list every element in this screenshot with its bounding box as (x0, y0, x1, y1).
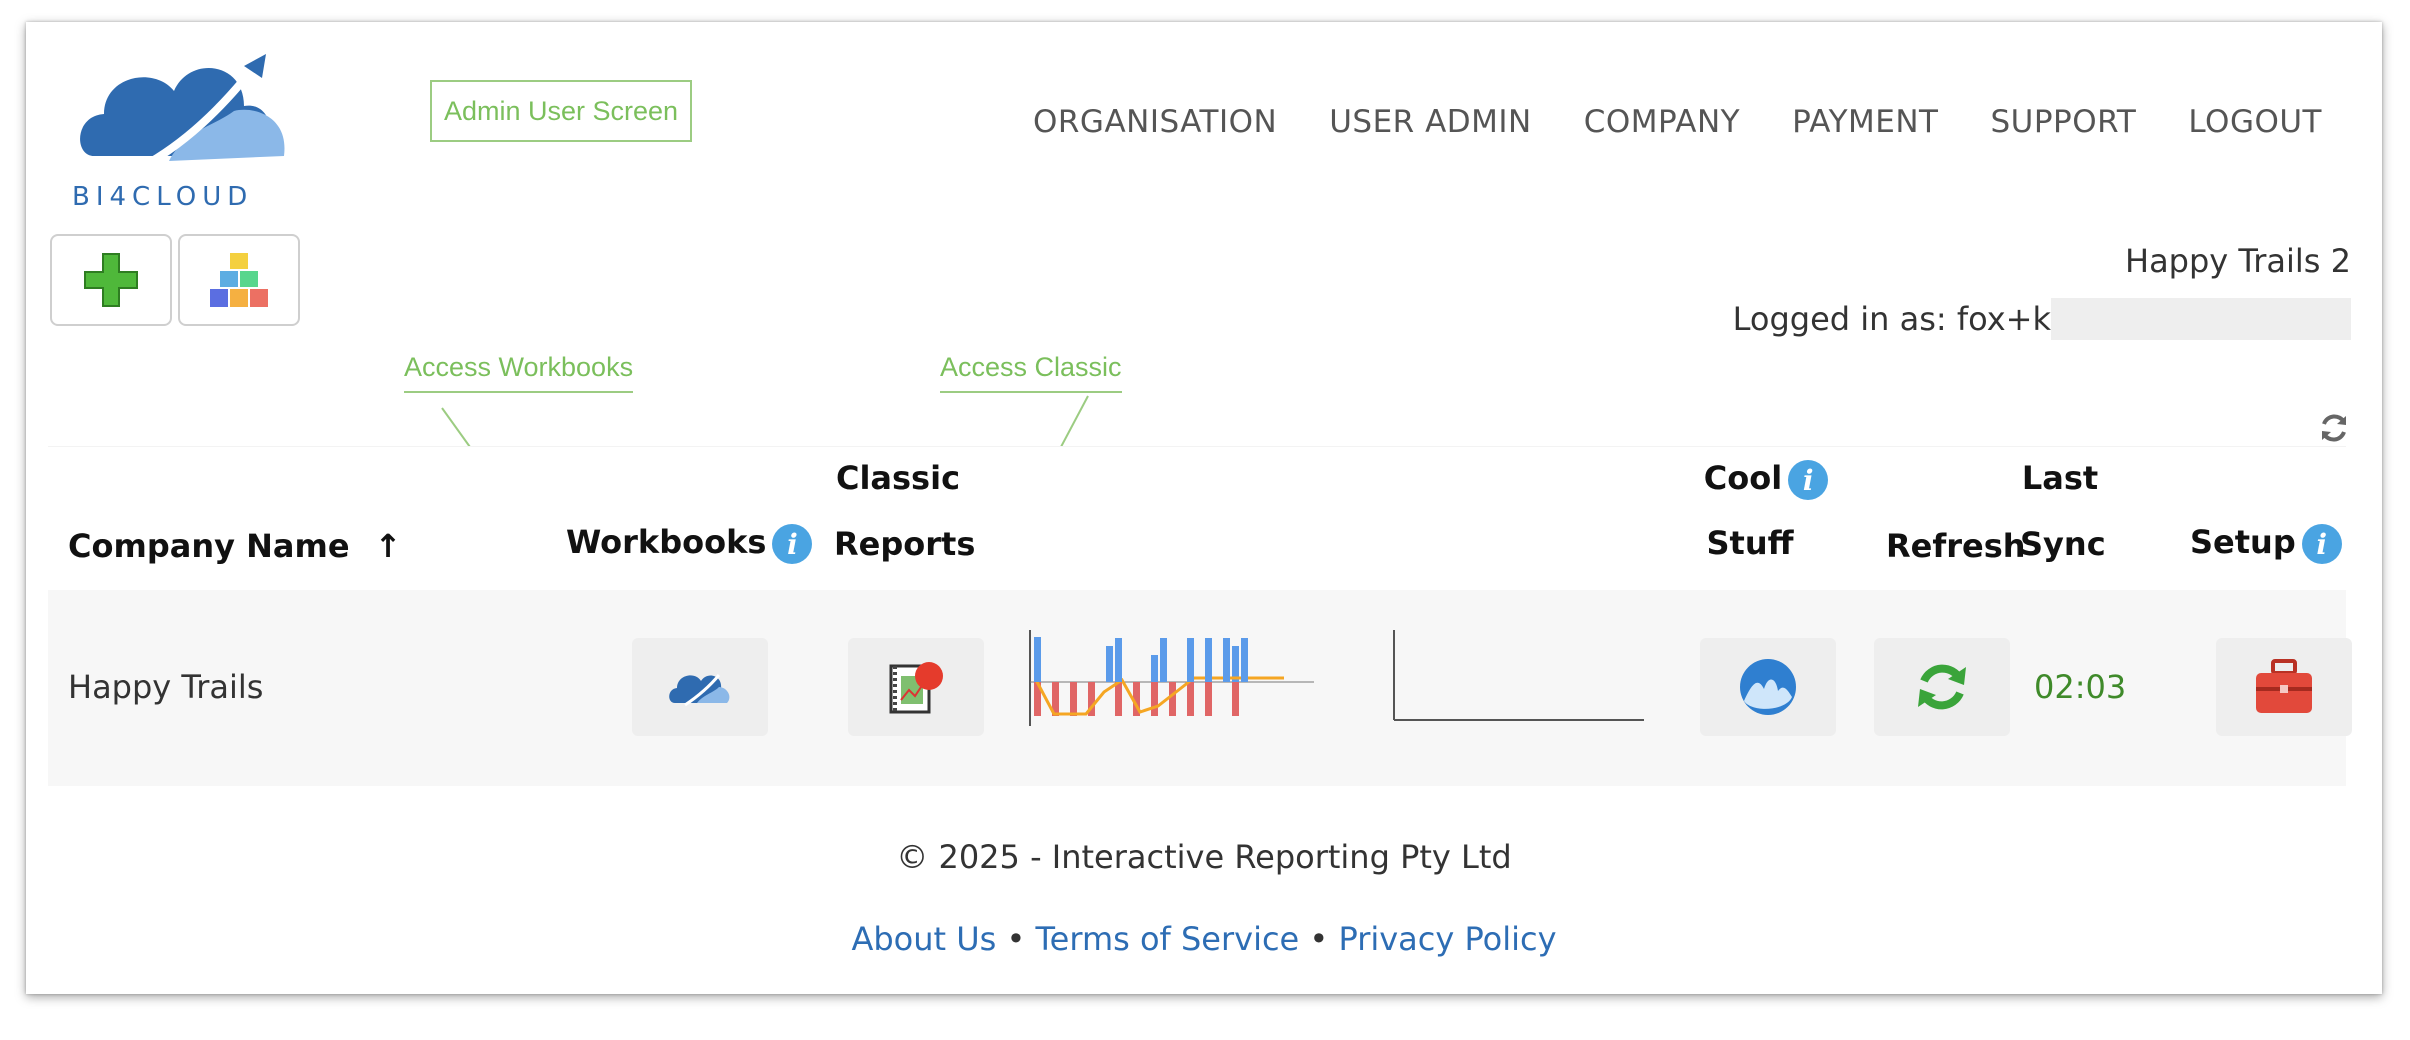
terms-link[interactable]: Terms of Service (1035, 920, 1300, 958)
building-blocks-icon (210, 253, 268, 307)
cool-stuff-button[interactable] (1700, 638, 1836, 736)
sparkline-bar (1133, 682, 1140, 716)
sparkline-bar (1223, 638, 1230, 682)
col-refresh: Refresh (1886, 527, 2026, 565)
cool-header-line1: Cool (1703, 459, 1783, 497)
sparkline-bar (1052, 682, 1059, 716)
classic-header-line1: Classic (835, 459, 961, 497)
nav-payment[interactable]: PAYMENT (1792, 104, 1939, 140)
toolbox-icon (2256, 659, 2312, 713)
last-header-line1: Last (2021, 459, 2099, 497)
cool-header-line2: Stuff (1706, 524, 1794, 562)
nav-logout[interactable]: LOGOUT (2188, 104, 2322, 140)
table-row: Happy Trails (48, 590, 2352, 786)
reload-icon[interactable] (2318, 412, 2350, 444)
sparkline-bar (1115, 638, 1122, 682)
workbooks-header-label: Workbooks (566, 523, 767, 561)
sparkline-bar (1187, 638, 1194, 682)
sparkline-bar (1232, 646, 1239, 682)
sparkline-bar (1070, 682, 1077, 716)
footer-separator: • (1309, 920, 1329, 958)
last-header-line2: Sync (2020, 525, 2106, 563)
admin-screen-callout: Admin User Screen (430, 80, 692, 142)
cool-stuff-icon (1740, 659, 1796, 715)
last-sync-cell: 02:03 (2034, 668, 2127, 706)
nav-company[interactable]: COMPANY (1583, 104, 1741, 140)
sparkline-bar (1151, 655, 1158, 682)
privacy-link[interactable]: Privacy Policy (1338, 920, 1557, 958)
sparkline-bar (1088, 682, 1095, 716)
add-company-button[interactable] (50, 234, 172, 326)
sort-arrow-icon: ↑ (374, 527, 402, 565)
setup-header-label: Setup (2190, 523, 2296, 561)
access-workbooks-callout: Access Workbooks (404, 352, 634, 393)
classic-reports-button[interactable] (848, 638, 984, 736)
col-last-sync: Last Sync (2020, 459, 2106, 563)
access-classic-callout: Access Classic (940, 352, 1122, 393)
nav-support[interactable]: SUPPORT (1990, 104, 2137, 140)
sparkline-bar (1115, 682, 1122, 716)
activity-sparkline (1029, 630, 1644, 726)
sparkline-bar (1151, 682, 1158, 716)
building-blocks-button[interactable] (178, 234, 300, 326)
workbooks-cloud-icon (669, 674, 730, 707)
about-us-link[interactable]: About Us (851, 920, 997, 958)
sparkline-bar (1034, 638, 1041, 682)
setup-button[interactable] (2216, 638, 2352, 736)
brand-name: BI4CLOUD (72, 182, 254, 212)
sparkline-bar (1241, 638, 1248, 682)
cool-stuff-info-icon[interactable]: i (1788, 460, 1829, 500)
current-company: Happy Trails 2 (2125, 242, 2351, 280)
classic-report-icon (889, 662, 943, 714)
sparkline-bar (1232, 682, 1239, 716)
redacted-email (2051, 298, 2351, 340)
company-name-cell[interactable]: Happy Trails (68, 668, 264, 706)
sparkline-bar (1187, 682, 1194, 716)
refresh-icon (1918, 664, 1966, 710)
copyright-text: © 2025 - Interactive Reporting Pty Ltd (896, 838, 1512, 876)
bi4cloud-logo-icon[interactable] (74, 36, 304, 236)
sparkline-bar (1205, 682, 1212, 716)
nav-organisation[interactable]: ORGANISATION (1032, 104, 1278, 140)
sparkline-bar (1169, 682, 1176, 716)
workbooks-button[interactable] (632, 638, 768, 736)
sparkline-bar (1106, 646, 1113, 682)
col-classic-reports: Classic Reports (834, 459, 976, 563)
plus-icon (84, 253, 138, 307)
refresh-button[interactable] (1874, 638, 2010, 736)
company-name-header-label: Company Name (68, 527, 350, 565)
sparkline-bar (1034, 682, 1041, 716)
footer-links: About Us • Terms of Service • Privacy Po… (26, 920, 2382, 958)
top-nav: ORGANISATION USER ADMIN COMPANY PAYMENT … (1033, 104, 2322, 140)
classic-header-line2: Reports (834, 525, 976, 563)
col-company-name[interactable]: Company Name ↑ (68, 527, 401, 565)
app-window: BI4CLOUD Admin User Screen Access Workbo… (26, 22, 2382, 994)
footer-separator: • (1006, 920, 1026, 958)
sparkline-bar (1205, 638, 1212, 682)
setup-info-icon[interactable]: i (2301, 524, 2342, 564)
sparkline-trend-line (1034, 676, 1284, 716)
nav-user-admin[interactable]: USER ADMIN (1329, 104, 1532, 140)
sparkline-bar (1160, 638, 1167, 682)
workbooks-info-icon[interactable]: i (772, 524, 813, 564)
login-status: Logged in as: fox+k (1733, 298, 2351, 340)
logged-in-label: Logged in as: fox+k (1732, 300, 2051, 338)
